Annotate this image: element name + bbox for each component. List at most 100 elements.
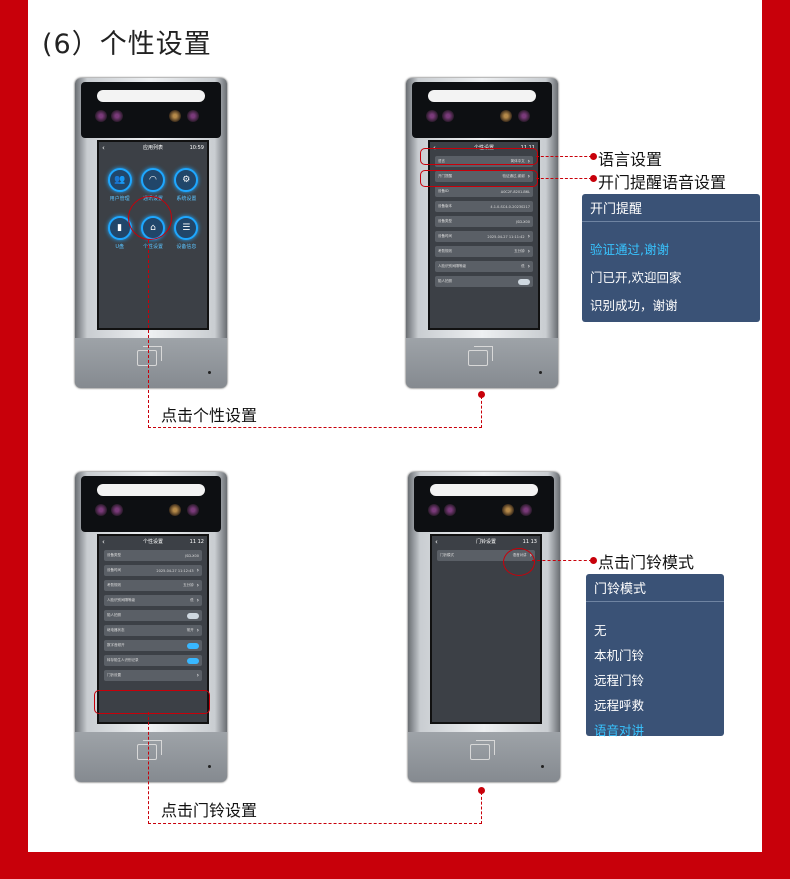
row-value: 验证通过,谢谢 <box>502 174 525 178</box>
connector-line <box>148 823 482 824</box>
popup-option[interactable]: 识别成功，谢谢 <box>590 298 678 313</box>
settings-row[interactable]: 数字音频开 <box>104 640 202 651</box>
app-item[interactable]: ☰ 设备信息 <box>170 216 203 250</box>
row-label: 设备ID <box>438 189 449 193</box>
wifi-icon: ◠ <box>140 168 165 192</box>
settings-row[interactable]: 陌人拍照 <box>104 610 202 621</box>
app-label: 系统设置 <box>176 196 197 202</box>
users-icon: 👥 <box>107 168 132 192</box>
app-label: 个性设置 <box>142 244 163 250</box>
row-value-group: 低› <box>521 263 530 270</box>
chevron-right-icon: › <box>527 233 530 240</box>
toggle-switch[interactable] <box>187 642 199 649</box>
row-value-group <box>184 657 199 664</box>
camera-bar <box>81 476 221 532</box>
back-icon[interactable]: ‹ <box>435 538 438 546</box>
row-label: 数字音频开 <box>107 643 125 647</box>
connector-dot <box>590 557 597 564</box>
toggle-switch[interactable] <box>518 278 530 285</box>
row-value-group: 4.1.0-SC4-0-20230217 <box>490 205 530 209</box>
settings-row[interactable]: 语言 简体中文› <box>435 156 533 167</box>
popup-option[interactable]: 语音对讲 <box>594 723 645 738</box>
settings-row[interactable]: 设备ID A0C2F-8201-B6L <box>435 186 533 197</box>
screen-title: 应用列表 <box>142 145 163 151</box>
row-label: 考勤规则 <box>438 249 452 253</box>
connector-dot <box>590 175 597 182</box>
row-value-group: › <box>194 672 199 679</box>
row-value: JSD-X00 <box>185 553 199 558</box>
app-item[interactable]: ⚙ 系统设置 <box>170 168 203 202</box>
popup-option[interactable]: 无 <box>594 623 607 638</box>
highlight-personal-settings-app <box>128 196 172 240</box>
connector-dot <box>478 787 485 794</box>
toggle-switch[interactable] <box>187 612 199 619</box>
screen-time: 10:59 <box>189 145 204 151</box>
connector-line <box>536 178 592 179</box>
row-value-group: 低› <box>190 597 199 604</box>
chevron-right-icon: › <box>196 582 199 589</box>
app-label: 设备信息 <box>176 244 197 250</box>
settings-row[interactable]: 人脸识别间隔等级低› <box>435 261 533 272</box>
popup-option[interactable]: 本机门铃 <box>594 648 645 663</box>
row-value-group: A0C2F-8201-B6L <box>501 190 530 194</box>
app-item[interactable]: 👥用户管理 <box>103 168 136 202</box>
row-label: 开门提醒 <box>438 174 452 178</box>
row-label: 语言 <box>438 159 445 163</box>
row-value: 低 <box>190 598 194 602</box>
back-icon[interactable]: ‹ <box>102 538 105 546</box>
row-label: 设备时间 <box>438 234 452 238</box>
settings-row[interactable]: 开门提醒验证通过,谢谢› <box>435 171 533 182</box>
popup-option[interactable]: 远程门铃 <box>594 673 645 688</box>
settings-row[interactable]: 考勤规则五分钟› <box>435 246 533 257</box>
row-label: 考勤规则 <box>107 583 121 587</box>
row-label: 设备版本 <box>438 204 452 208</box>
row-value: 2025-04-27 11:12:43 <box>156 568 194 573</box>
camera-bar <box>414 476 554 532</box>
settings-row[interactable]: 考勤规则五分钟› <box>104 580 202 591</box>
settings-row[interactable]: 继电器状态常开› <box>104 625 202 636</box>
back-icon[interactable]: ‹ <box>102 144 105 152</box>
row-value-group <box>184 612 199 619</box>
screen-header: ‹ 应用列表 10:59 <box>99 142 207 154</box>
bell-mode-popup: 门铃模式 无本机门铃远程门铃远程呼救语音对讲 <box>586 574 724 738</box>
app-item[interactable]: ▮U盘 <box>103 216 136 250</box>
gear-icon: ⚙ <box>174 168 199 192</box>
connector-dot <box>478 391 485 398</box>
row-value-group <box>184 642 199 649</box>
row-label: 设备类型 <box>107 553 121 557</box>
settings-row[interactable]: 人脸识别间隔等级低› <box>104 595 202 606</box>
toggle-switch[interactable] <box>187 657 199 664</box>
language-settings-label: 语言设置 <box>598 150 663 169</box>
row-label: 继电器状态 <box>107 628 125 632</box>
chevron-right-icon: › <box>196 627 199 634</box>
popup-option[interactable]: 门已开,欢迎回家 <box>590 270 682 285</box>
connector-dot <box>590 153 597 160</box>
chevron-right-icon: › <box>527 248 530 255</box>
popup-option[interactable]: 远程呼救 <box>594 698 645 713</box>
settings-row[interactable]: 门铃设置› <box>104 670 202 681</box>
settings-row[interactable]: 陌人拍照 <box>435 276 533 287</box>
settings-row[interactable]: 设备版本 4.1.0-SC4-0-20230217 <box>435 201 533 212</box>
chevron-right-icon: › <box>196 672 199 679</box>
popup-option[interactable]: 验证通过,谢谢 <box>590 242 669 257</box>
highlight-bell-mode-value <box>503 548 535 576</box>
row-value: 简体中文 <box>510 159 525 163</box>
settings-row[interactable]: 转存陌生人识别记录 <box>104 655 202 666</box>
settings-row[interactable]: 设备类型 JSD-X00 <box>104 550 202 561</box>
row-value: A0C2F-8201-B6L <box>500 189 530 194</box>
row-value: JSD-X00 <box>516 219 530 224</box>
row-value-group: 简体中文› <box>511 158 530 165</box>
camera-bar <box>81 82 221 138</box>
row-value-group: 2025-04-27 11:12:43› <box>156 567 199 574</box>
row-label: 门铃模式 <box>440 553 454 557</box>
sliders-icon: ☰ <box>174 216 199 240</box>
